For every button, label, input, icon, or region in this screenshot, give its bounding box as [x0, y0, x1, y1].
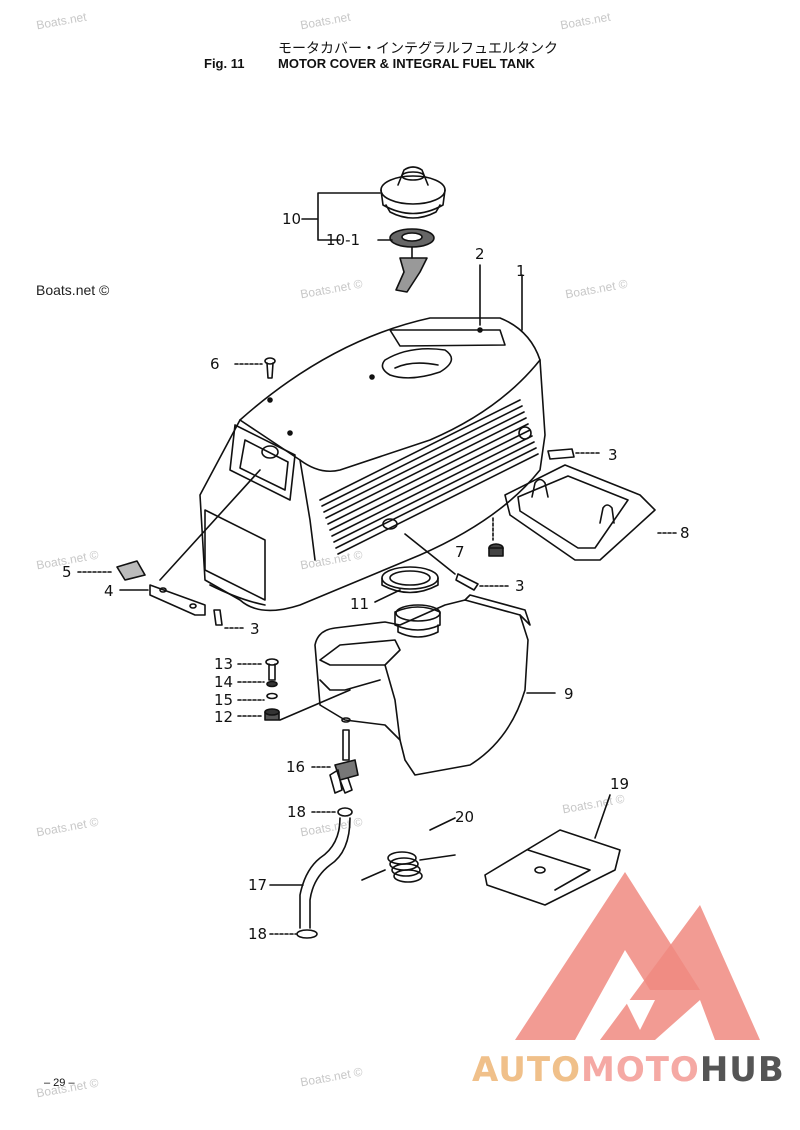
- callout-14: 14: [214, 673, 234, 691]
- callout-6: 6: [210, 355, 220, 373]
- callout-1: 1: [516, 262, 526, 280]
- bolt-6: [234, 357, 276, 379]
- callout-15: 15: [214, 691, 234, 709]
- callout-4: 4: [104, 582, 114, 600]
- callout-10: 10: [282, 210, 302, 228]
- bolt-3-middle: [404, 533, 511, 591]
- callout-8: 8: [680, 524, 690, 542]
- grommet: [488, 517, 504, 557]
- callout-7: 7: [455, 543, 465, 561]
- callout-17: 17: [248, 876, 268, 894]
- logo-mark: [515, 872, 760, 1040]
- watermark: Boats.net ©: [36, 282, 110, 298]
- filler-ring: [374, 566, 439, 603]
- logo-part-hub: HUB: [699, 1050, 785, 1090]
- callout-20: 20: [455, 808, 475, 826]
- callout-3: 3: [250, 620, 260, 638]
- screw-3-lower: [213, 609, 244, 629]
- callout-3: 3: [515, 577, 525, 595]
- callout-19: 19: [610, 775, 630, 793]
- hose-clip-upper: [311, 807, 353, 817]
- logo-part-moto: MOTO: [580, 1050, 700, 1090]
- fuel-tank: [314, 594, 556, 776]
- bracket-4: [119, 469, 261, 616]
- spring: [361, 817, 456, 883]
- callout-10-1: 10-1: [326, 231, 361, 249]
- callout-16: 16: [286, 758, 306, 776]
- callout-5: 5: [62, 563, 72, 581]
- figure-number: Fig. 11: [204, 56, 245, 71]
- callout-11: 11: [350, 595, 370, 613]
- logo-part-auto: AUTO: [472, 1050, 581, 1090]
- callout-13: 13: [214, 655, 234, 673]
- tool-pouch: [484, 794, 621, 906]
- figure-title: MOTOR COVER & INTEGRAL FUEL TANK: [278, 56, 535, 71]
- callout-3: 3: [608, 446, 618, 464]
- callout-12: 12: [214, 708, 234, 726]
- bolt-3-upper: [547, 448, 601, 460]
- logo-wordmark: AUTOMOTOHUB: [472, 1050, 785, 1090]
- motor-cover: [199, 317, 546, 612]
- cap-gasket: [389, 228, 435, 293]
- callout-18: 18: [248, 925, 268, 943]
- hose-clip-lower: [269, 929, 318, 939]
- page-number: – 29 –: [44, 1077, 75, 1089]
- pad-5: [77, 560, 146, 581]
- japanese-title: モータカバー・インテグラルフュエルタンク: [278, 41, 558, 57]
- mount-hardware: [237, 658, 351, 721]
- fuel-hose: [269, 817, 351, 929]
- callout-18: 18: [287, 803, 307, 821]
- callout-2: 2: [475, 245, 485, 263]
- callout-9: 9: [564, 685, 574, 703]
- cover-plate: [504, 464, 677, 561]
- fuel-cock: [311, 729, 359, 794]
- fuel-cap: [380, 166, 446, 219]
